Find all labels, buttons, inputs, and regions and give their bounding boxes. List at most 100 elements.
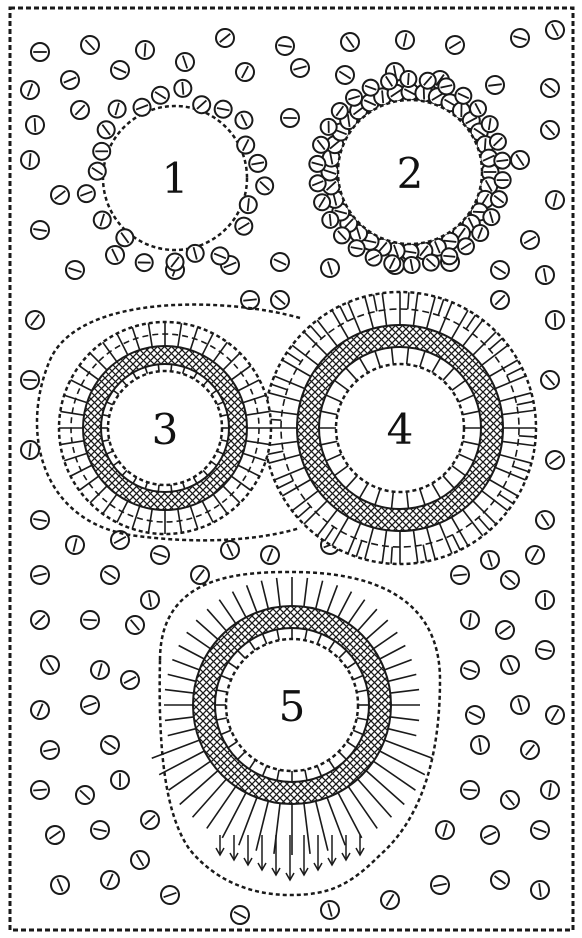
- particle: [39, 739, 60, 760]
- particle: [495, 172, 511, 188]
- particle: [434, 819, 456, 841]
- particle: [378, 888, 403, 913]
- stage-4: 4: [264, 292, 536, 564]
- particle: [479, 549, 501, 571]
- stage-5: 5: [152, 572, 440, 895]
- particle: [537, 75, 562, 100]
- particle: [429, 874, 450, 895]
- particle: [30, 780, 49, 799]
- particle: [29, 564, 51, 586]
- particle: [533, 508, 558, 533]
- particle: [48, 873, 72, 897]
- particle: [228, 903, 252, 927]
- particle: [333, 63, 358, 88]
- stage-1-label: 1: [162, 154, 189, 203]
- particle: [537, 367, 562, 392]
- particle: [267, 287, 292, 312]
- particle: [136, 254, 153, 271]
- stage-2: 2: [307, 69, 511, 274]
- stage-2-label: 2: [397, 149, 424, 198]
- particle: [459, 659, 482, 682]
- particle: [137, 807, 162, 832]
- particle: [42, 822, 67, 847]
- particle: [492, 617, 517, 642]
- particle: [78, 693, 101, 716]
- stage-5-label: 5: [279, 682, 306, 731]
- particle: [268, 250, 292, 274]
- particle: [543, 18, 567, 42]
- particle: [498, 653, 522, 677]
- particle: [542, 447, 567, 472]
- particle: [258, 543, 281, 566]
- particle: [98, 563, 123, 588]
- particle: [174, 51, 197, 74]
- particle: [58, 68, 82, 92]
- particle: [517, 737, 542, 762]
- particle: [72, 782, 97, 807]
- particle: [535, 265, 556, 286]
- particle: [497, 567, 522, 592]
- particle: [28, 698, 52, 722]
- particle: [289, 57, 311, 79]
- particle: [544, 189, 566, 211]
- particle: [281, 109, 299, 127]
- particle: [470, 735, 490, 755]
- particle: [321, 119, 337, 135]
- particle: [20, 440, 40, 460]
- particle: [233, 109, 256, 132]
- particle: [81, 611, 100, 630]
- particle: [487, 867, 512, 892]
- particle: [38, 653, 63, 678]
- particle: [319, 899, 341, 921]
- particle: [31, 43, 49, 61]
- particle: [441, 248, 458, 265]
- particle: [149, 84, 172, 107]
- particle: [27, 607, 52, 632]
- particle: [528, 818, 551, 841]
- particle: [149, 544, 172, 567]
- particle: [248, 154, 268, 174]
- particle: [128, 848, 153, 873]
- particle: [118, 668, 142, 692]
- particle: [97, 732, 122, 757]
- particle: [159, 884, 182, 907]
- particle: [108, 58, 132, 82]
- particle: [174, 79, 192, 97]
- particle: [212, 25, 237, 50]
- particle: [47, 182, 72, 207]
- particle: [509, 694, 531, 716]
- particle: [75, 183, 97, 205]
- particle: [463, 703, 487, 727]
- particle: [540, 780, 560, 800]
- particle: [443, 33, 468, 58]
- particle: [22, 307, 47, 332]
- particle: [534, 639, 555, 660]
- particle: [485, 75, 505, 95]
- particle: [460, 780, 479, 799]
- particle: [108, 528, 132, 552]
- particle: [487, 287, 512, 312]
- particle: [460, 610, 480, 630]
- particle: [26, 116, 45, 135]
- particle: [64, 534, 86, 556]
- particle: [546, 311, 565, 330]
- particle: [530, 880, 550, 900]
- stage-1: 1: [75, 79, 276, 274]
- particle: [213, 99, 233, 119]
- stage-3-label: 3: [152, 405, 179, 454]
- particle: [92, 209, 113, 230]
- particle: [450, 565, 470, 585]
- particle: [89, 819, 110, 840]
- particle: [478, 823, 502, 847]
- particle: [518, 228, 543, 253]
- particle: [493, 152, 511, 170]
- particle: [111, 771, 129, 789]
- particle: [140, 590, 161, 611]
- stage-4-label: 4: [387, 405, 414, 454]
- particle: [488, 258, 513, 283]
- particle: [275, 36, 295, 56]
- particle: [89, 659, 111, 681]
- particle: [77, 32, 102, 57]
